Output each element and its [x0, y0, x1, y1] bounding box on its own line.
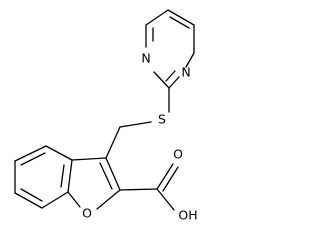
bond-c3-c2 [105, 157, 121, 191]
atom-label-hydroxyl: OH [178, 208, 197, 223]
bond-pyr-n1-c2 [168, 76, 180, 89]
bond-c6-c7-inner [20, 188, 43, 202]
bond-c7a-c3a-inner [60, 164, 65, 188]
carboxylic-acid-group [119, 163, 179, 211]
bond-pyr-c4-c5 [167, 9, 195, 26]
bond-c7a-c3a [67, 159, 73, 193]
bond-c2-carboxyl [119, 188, 158, 191]
bond-carboxyl-oxo-a [156, 163, 174, 190]
atom-label-acid-oxygen: O [173, 147, 183, 162]
bond-sulfur-ch2 [119, 121, 152, 128]
bond-c6-c7 [14, 192, 43, 209]
bond-pyr-c4-c3 [145, 9, 169, 26]
bond-c3-c3a [71, 157, 107, 161]
linker-chain [105, 87, 170, 159]
bond-c7-c7a [41, 191, 69, 209]
bond-carboxyl-hydroxyl [156, 188, 175, 211]
atom-label-oxygen-ring: O [82, 206, 92, 221]
bond-pyr-c6-n1 [185, 52, 195, 68]
bond-pyr-c4-c5-inner [169, 16, 190, 29]
benzofuran-carboxylic-acid-structure: N N S O O OH [14, 9, 198, 223]
atom-label-n-right: N [181, 65, 190, 80]
bond-c3-c2-inner [99, 162, 113, 190]
bond-c4-c5 [14, 145, 47, 162]
bond-c3a-c4 [45, 145, 73, 161]
bond-c2-o1 [96, 189, 121, 210]
pyrimidine-ring [145, 9, 195, 89]
atom-label-sulfur: S [158, 112, 166, 127]
atom-labels: N N S O O OH [82, 51, 198, 223]
bond-carboxyl-oxo-b [162, 166, 179, 192]
bond-o1-c7a [67, 191, 81, 208]
bond-c4-c5-inner [20, 152, 46, 166]
furan-ring [67, 157, 121, 210]
bond-pyr-n1-c2-inner [165, 70, 176, 82]
atom-label-n-top: N [141, 51, 150, 66]
benzene-ring [14, 145, 73, 209]
bond-ch2-c3 [105, 126, 121, 159]
bond-pyr-c2-n3 [153, 71, 170, 89]
